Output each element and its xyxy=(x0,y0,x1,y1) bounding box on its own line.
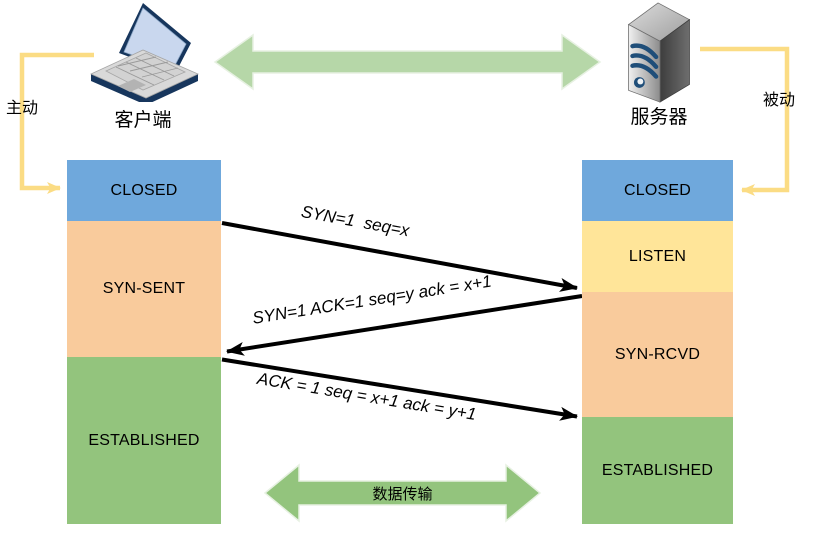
client-state-established: ESTABLISHED xyxy=(67,357,221,524)
server-state-listen: LISTEN xyxy=(582,221,733,292)
server-state-established: ESTABLISHED xyxy=(582,417,733,524)
syn-ack-arrow xyxy=(226,294,583,356)
ack-arrow xyxy=(221,357,578,421)
active-open-label: 主动 xyxy=(6,100,39,117)
server-state-closed-label: CLOSED xyxy=(624,181,691,199)
server-state-syn-rcvd-label: SYN-RCVD xyxy=(614,345,701,363)
data-transfer-label: 数据传输 xyxy=(372,486,433,503)
client-state-syn-sent-label: SYN-SENT xyxy=(102,280,186,297)
server-state-syn-rcvd: SYN-RCVD xyxy=(582,292,733,417)
client-state-closed-label: CLOSED xyxy=(110,181,178,199)
server-label: 服务器 xyxy=(630,107,688,128)
syn-arrow xyxy=(221,221,578,292)
server-state-closed: CLOSED xyxy=(582,160,733,221)
client-state-established-label: ESTABLISHED xyxy=(88,431,200,449)
passive-open-connector xyxy=(700,46,790,196)
passive-open-label: 被动 xyxy=(763,92,796,109)
laptop-icon xyxy=(88,2,203,105)
server-state-listen-label: LISTEN xyxy=(628,247,687,265)
client-label: 客户端 xyxy=(114,110,172,131)
client-state-closed: CLOSED xyxy=(67,160,221,221)
client-state-syn-sent: SYN-SENT xyxy=(67,221,221,357)
data-transfer-double-arrow-icon xyxy=(263,463,542,523)
top-link-double-arrow-icon xyxy=(213,33,602,91)
active-open-connector xyxy=(19,52,94,194)
server-state-established-label: ESTABLISHED xyxy=(601,461,714,479)
server-icon xyxy=(615,0,705,108)
